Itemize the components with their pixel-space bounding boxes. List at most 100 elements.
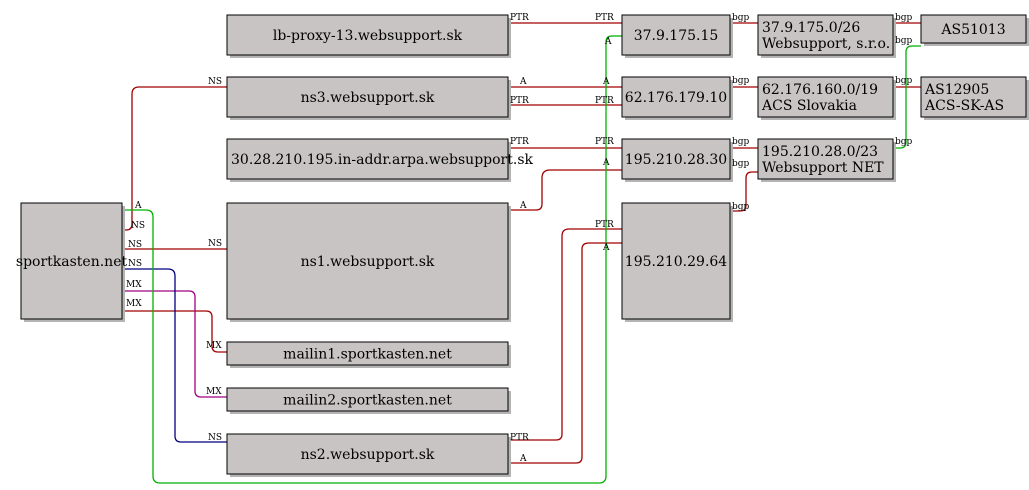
node-label: Websupport NET — [762, 160, 884, 176]
edge-label-bgp: bgp — [732, 137, 750, 147]
edge-a-ns1-ip3 — [508, 169, 622, 211]
node-label: Websupport, s.r.o. — [762, 36, 890, 52]
edge-label-ptr: PTR — [595, 96, 614, 106]
node-ns1: ns1.websupport.sk — [226, 202, 511, 322]
edge-label-ptr: PTR — [595, 13, 614, 23]
node-ip2: 62.176.179.10 — [621, 76, 733, 120]
node-box — [226, 433, 509, 475]
node-label: 195.210.28.30 — [625, 152, 727, 168]
edge-ns-sportkasten-ns2 — [122, 268, 227, 443]
node-ip3: 195.210.28.30 — [621, 138, 733, 182]
node-label: AS12905 — [924, 82, 989, 98]
edge-label-a: A — [604, 37, 612, 47]
node-box — [226, 14, 509, 56]
edge-label-bgp: bgp — [732, 202, 750, 212]
edge-ptr-ns2-ip4 — [508, 228, 622, 441]
node-label: mailin2.sportkasten.net — [283, 393, 452, 409]
edge-ns-sportkasten-ns3 — [122, 86, 227, 231]
node-label: sportkasten.net — [16, 254, 128, 270]
edge-label-ns: NS — [131, 221, 145, 231]
edge-label-bgp: bgp — [732, 159, 750, 169]
node-label: ACS-SK-AS — [924, 98, 1004, 114]
node-mailin1: mailin1.sportkasten.net — [226, 341, 511, 368]
edge-label-a: A — [134, 201, 142, 211]
edge-label-ns: NS — [128, 259, 142, 269]
node-mailin2: mailin2.sportkasten.net — [226, 387, 511, 414]
edge-label-ns: NS — [128, 240, 142, 250]
node-sportkasten: sportkasten.net — [16, 202, 128, 322]
node-label: 37.9.175.0/26 — [762, 20, 860, 36]
edge-label-bgp: bgp — [732, 76, 750, 86]
node-box — [757, 14, 894, 56]
node-label: lb-proxy-13.websupport.sk — [273, 28, 463, 44]
edge-label-a: A — [602, 158, 610, 168]
edge-a-ns2-ip4 — [508, 242, 622, 464]
edge-label-bgp: bgp — [895, 76, 913, 86]
edge-label-bgp: bgp — [895, 36, 913, 46]
edge-label-a: A — [602, 77, 610, 87]
edge-label-mx: MX — [206, 341, 222, 351]
edge-mx-sportkasten-mailin1 — [122, 310, 227, 353]
edge-label-ns: NS — [208, 77, 222, 87]
node-box — [757, 138, 894, 180]
node-label: 37.9.175.15 — [634, 28, 719, 44]
node-box — [226, 138, 509, 180]
node-box — [226, 387, 509, 412]
node-box — [621, 14, 731, 56]
edge-label-bgp: bgp — [732, 13, 750, 23]
edge-label-ptr: PTR — [510, 13, 529, 23]
node-label: AS51013 — [940, 22, 1005, 38]
edge-label-mx: MX — [126, 299, 142, 309]
node-box — [226, 76, 509, 118]
node-box — [621, 138, 731, 180]
edge-label-a: A — [602, 243, 610, 253]
edge-label-ns: NS — [208, 433, 222, 443]
edge-label-a: A — [519, 454, 527, 464]
node-label: ns2.websupport.sk — [301, 447, 435, 463]
node-lbproxy: lb-proxy-13.websupport.sk — [226, 14, 511, 58]
edge-a-sportkasten-ip1 — [122, 35, 622, 484]
node-ns3: ns3.websupport.sk — [226, 76, 511, 120]
node-label: 195.210.28.0/23 — [762, 144, 878, 160]
node-label: mailin1.sportkasten.net — [283, 347, 452, 363]
edges — [122, 22, 921, 484]
edge-label-mx: MX — [126, 280, 142, 290]
node-box — [621, 76, 731, 118]
node-ip4: 195.210.29.64 — [621, 202, 733, 322]
edge-label-ptr: PTR — [510, 96, 529, 106]
edge-label-ns: NS — [208, 239, 222, 249]
edge-label-ptr: PTR — [595, 137, 614, 147]
node-box — [920, 76, 1027, 118]
edge-label-a: A — [519, 201, 527, 211]
node-ip1: 37.9.175.15 — [621, 14, 733, 58]
node-arpa: 30.28.210.195.in-addr.arpa.websupport.sk — [226, 138, 534, 182]
edge-label-ptr: PTR — [510, 433, 529, 443]
node-label: ns3.websupport.sk — [301, 90, 435, 106]
node-label: 62.176.160.0/19 — [762, 82, 878, 98]
node-label: ns1.websupport.sk — [301, 254, 435, 270]
node-box — [226, 202, 509, 320]
node-box — [621, 202, 731, 320]
node-box — [757, 76, 894, 118]
node-as1: AS51013 — [920, 14, 1029, 46]
edge-mx-sportkasten-mailin2 — [122, 290, 227, 398]
edge-bgp-ip4-net3 — [730, 171, 758, 212]
nodes: sportkasten.net lb-proxy-13.websupport.sk… — [16, 14, 1029, 477]
node-label: ACS Slovakia — [761, 98, 857, 114]
node-box — [920, 14, 1027, 44]
edge-label-ptr: PTR — [510, 137, 529, 147]
edge-label-bgp: bgp — [895, 13, 913, 23]
node-label: 30.28.210.195.in-addr.arpa.websupport.sk — [231, 152, 534, 168]
edge-bgp-net3-as1 — [893, 45, 921, 149]
edge-label-a: A — [519, 77, 527, 87]
edge-label-bgp: bgp — [895, 137, 913, 147]
node-box — [20, 202, 123, 320]
node-ns2: ns2.websupport.sk — [226, 433, 511, 477]
node-label: 62.176.179.10 — [625, 90, 727, 106]
